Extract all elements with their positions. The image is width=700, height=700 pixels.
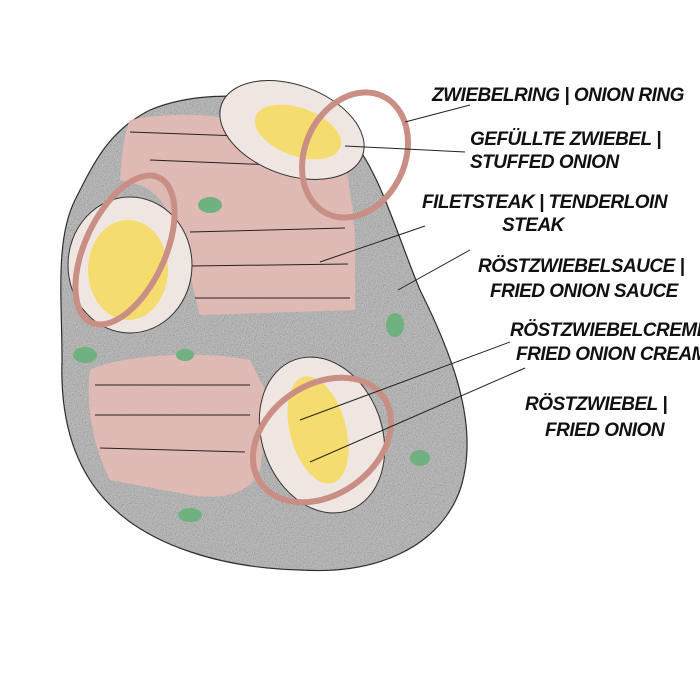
- tenderloin-steak-bottom: [88, 354, 271, 497]
- peas: [73, 197, 430, 522]
- label-stuffed-onion: GEFÜLLTE ZWIEBEL |: [470, 129, 661, 150]
- label-cream: RÖSTZWIEBELCREME |: [510, 320, 700, 341]
- label-cream-en: FRIED ONION CREAM: [516, 344, 700, 365]
- leader-lines: [299, 104, 526, 463]
- onion-ring-left: [72, 172, 178, 328]
- label-sauce: RÖSTZWIEBELSAUCE |: [478, 256, 685, 277]
- label-tenderloin: FILETSTEAK | TENDERLOIN: [422, 192, 669, 213]
- label-onion-ring: ZWIEBELRING | ONION RING: [431, 85, 685, 106]
- onion-ring-bottom: [249, 374, 395, 506]
- label-fried-onion: RÖSTZWIEBEL |: [525, 394, 667, 415]
- label-sauce-en: FRIED ONION SAUCE: [490, 281, 680, 302]
- label-fried-onion-en: FRIED ONION: [545, 420, 666, 441]
- steak-grill-marks: [95, 131, 350, 453]
- label-tenderloin-en: STEAK: [502, 215, 566, 236]
- label-stuffed-onion-en: STUFFED ONION: [470, 152, 620, 173]
- onion-ring-top: [299, 89, 411, 221]
